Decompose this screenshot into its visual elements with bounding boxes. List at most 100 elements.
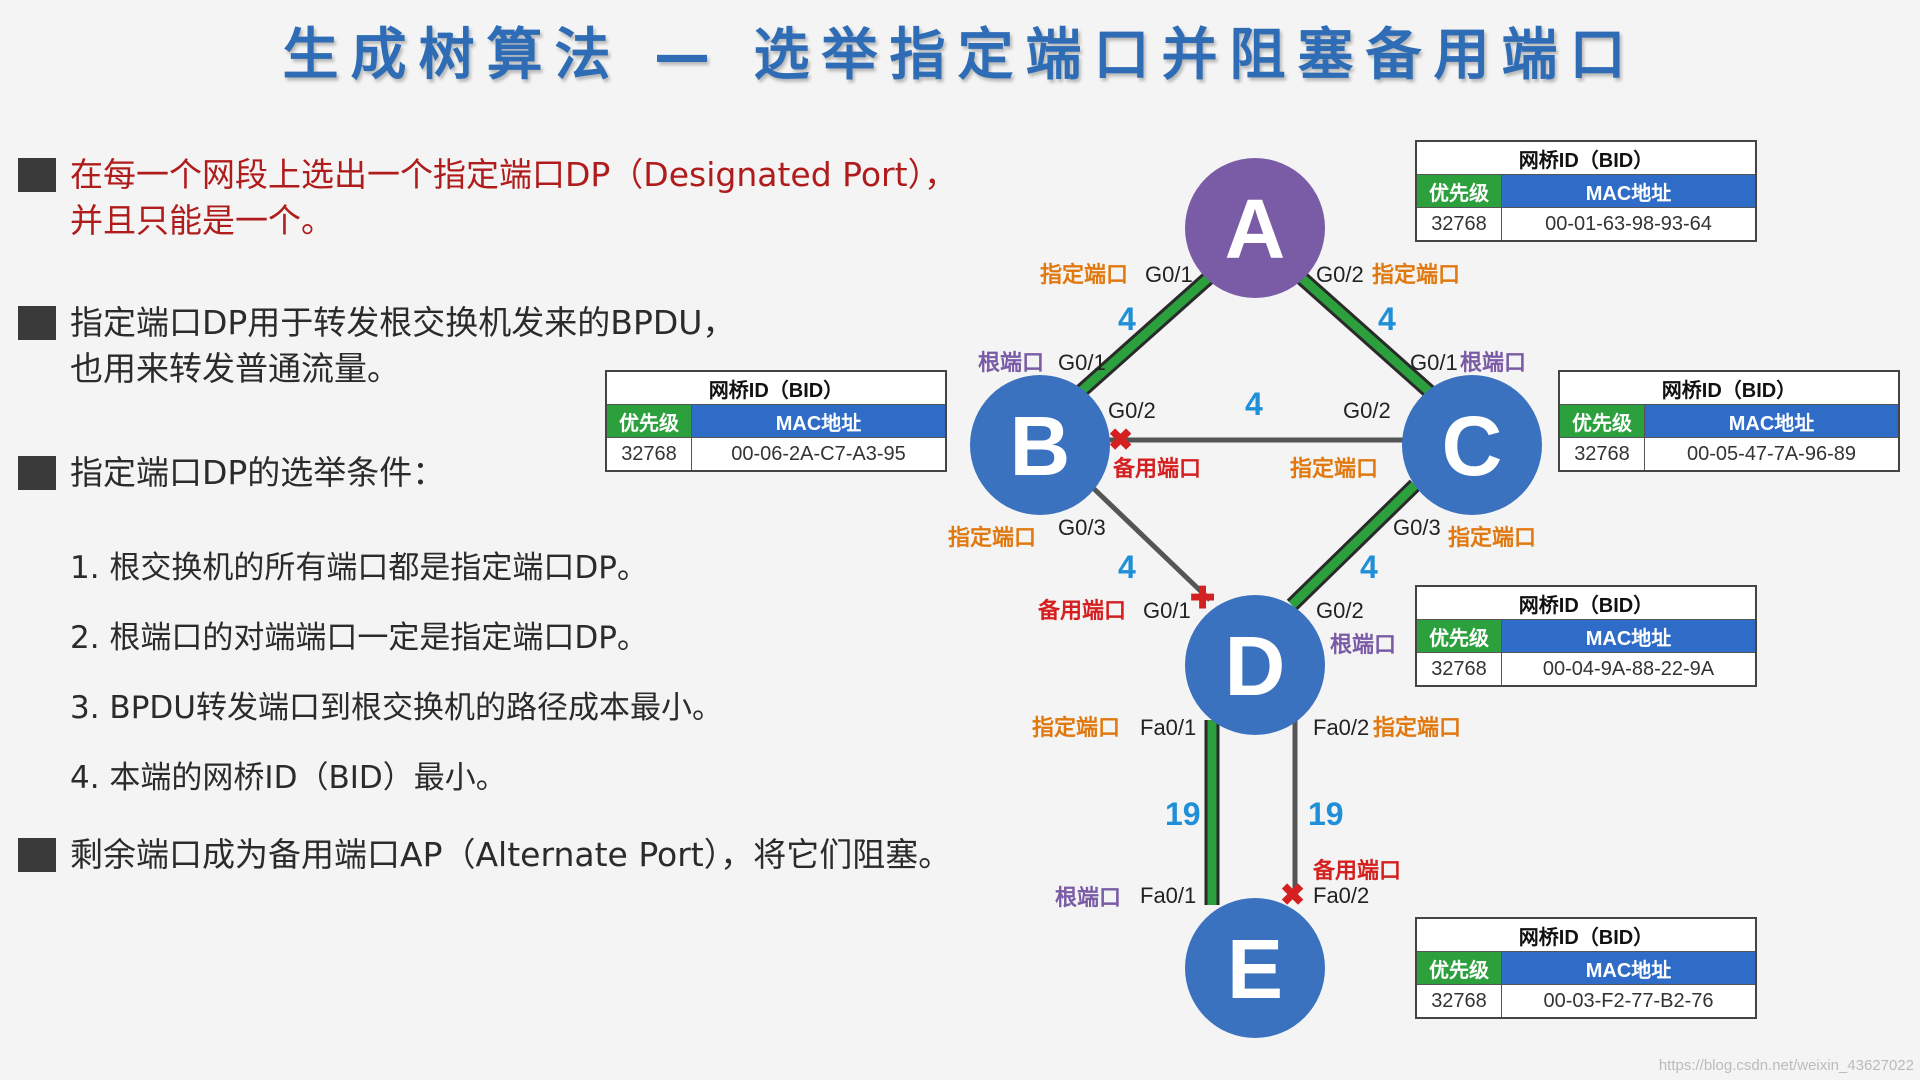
bid-header: 网桥ID（BID） — [1558, 370, 1900, 405]
role-label: 备用端口 — [1312, 858, 1401, 884]
role-label: 指定端口 — [1040, 262, 1128, 288]
role-label: 指定端口 — [1373, 715, 1461, 741]
priority-value: 32768 — [1415, 984, 1502, 1019]
mac-header: MAC地址 — [1644, 404, 1900, 438]
bullet-3-text: 指定端口DP的选举条件： — [70, 453, 446, 492]
svg-text:B: B — [1010, 399, 1071, 493]
node-b: B — [970, 375, 1110, 515]
port-label: G0/2 — [1316, 598, 1364, 623]
condition-item: 4. 本端的网桥ID（BID）最小。 — [70, 760, 507, 796]
priority-header: 优先级 — [1558, 404, 1645, 438]
priority-value: 32768 — [1415, 652, 1502, 687]
bid-header: 网桥ID（BID） — [1415, 917, 1757, 952]
svg-text:D: D — [1225, 619, 1286, 713]
port-label: G0/1 — [1145, 262, 1193, 287]
port-label: G0/1 — [1058, 350, 1106, 375]
bullet-1: 在每一个网段上选出一个指定端口DP（Designated Port）， 并且只能… — [18, 152, 1018, 244]
priority-header: 优先级 — [1415, 951, 1502, 985]
mac-header: MAC地址 — [1501, 619, 1757, 653]
port-label: Fa0/1 — [1140, 715, 1196, 740]
cost-label: 19 — [1308, 796, 1344, 832]
link-b-d — [1088, 483, 1212, 602]
role-label: 根端口 — [978, 351, 1044, 376]
watermark: https://blog.csdn.net/weixin_43627022 — [1658, 1057, 1914, 1074]
port-label: G0/3 — [1393, 515, 1441, 540]
role-label: 指定端口 — [1448, 525, 1536, 551]
port-label: G0/1 — [1143, 598, 1191, 623]
cost-label: 4 — [1360, 549, 1378, 585]
role-label: 根端口 — [1330, 633, 1396, 658]
bullet-square-icon — [18, 306, 56, 340]
bullet-square-icon — [18, 158, 56, 192]
condition-item: 1. 根交换机的所有端口都是指定端口DP。 — [70, 550, 648, 586]
priority-header: 优先级 — [1415, 174, 1502, 208]
bid-header: 网桥ID（BID） — [1415, 585, 1757, 620]
link-a-c — [1292, 268, 1453, 414]
priority-header: 优先级 — [605, 404, 692, 438]
bullet-square-icon — [18, 838, 56, 872]
node-d: D — [1185, 595, 1325, 735]
bullet-1-line-2: 并且只能是一个。 — [70, 201, 334, 240]
port-label: G0/2 — [1316, 262, 1364, 287]
role-label: 指定端口 — [1032, 715, 1120, 741]
priority-header: 优先级 — [1415, 619, 1502, 653]
blocked-x-icon: ✚ — [1190, 582, 1215, 615]
port-label: G0/1 — [1410, 350, 1458, 375]
role-label: 指定端口 — [1290, 456, 1378, 482]
svg-text:A: A — [1225, 182, 1286, 276]
port-label: G0/3 — [1058, 515, 1106, 540]
cost-label: 19 — [1165, 796, 1201, 832]
mac-value: 00-04-9A-88-22-9A — [1501, 652, 1757, 687]
bullet-2-line-1: 指定端口DP用于转发根交换机发来的BPDU， — [70, 303, 736, 342]
role-label: 指定端口 — [948, 525, 1036, 551]
bid-header: 网桥ID（BID） — [605, 370, 947, 405]
priority-value: 32768 — [1558, 437, 1645, 472]
mac-value: 00-01-63-98-93-64 — [1501, 207, 1757, 242]
role-label: 备用端口 — [1112, 456, 1201, 482]
mac-value: 00-05-47-7A-96-89 — [1644, 437, 1900, 472]
link-a-b — [1057, 268, 1218, 414]
port-label: Fa0/2 — [1313, 883, 1369, 908]
bullet-2-line-2: 也用来转发普通流量。 — [70, 349, 400, 388]
bid-header: 网桥ID（BID） — [1415, 140, 1757, 175]
cost-label: 4 — [1118, 301, 1136, 337]
bullet-2: 指定端口DP用于转发根交换机发来的BPDU， 也用来转发普通流量。 — [18, 300, 1018, 392]
bullet-4-text: 剩余端口成为备用端口AP（Alternate Port），将它们阻塞。 — [70, 835, 952, 874]
condition-item: 2. 根端口的对端端口一定是指定端口DP。 — [70, 620, 648, 656]
bullet-1-line-1: 在每一个网段上选出一个指定端口DP（Designated Port）， — [70, 155, 958, 194]
role-label: 备用端口 — [1037, 598, 1126, 624]
role-label: 指定端口 — [1372, 262, 1460, 288]
bullet-square-icon — [18, 456, 56, 490]
condition-item: 3. BPDU转发端口到根交换机的路径成本最小。 — [70, 690, 723, 726]
port-label: G0/2 — [1343, 398, 1391, 423]
mac-header: MAC地址 — [691, 404, 947, 438]
port-label: Fa0/2 — [1313, 715, 1369, 740]
bullet-4: 剩余端口成为备用端口AP（Alternate Port），将它们阻塞。 — [18, 832, 1018, 878]
link-c-d — [1288, 481, 1419, 609]
port-label: Fa0/1 — [1140, 883, 1196, 908]
bullet-3: 指定端口DP的选举条件： — [18, 450, 1018, 496]
mac-value: 00-03-F2-77-B2-76 — [1501, 984, 1757, 1019]
role-label: 根端口 — [1460, 351, 1526, 376]
svg-text:E: E — [1227, 922, 1283, 1016]
blocked-x-icon: ✖ — [1108, 424, 1133, 457]
priority-value: 32768 — [605, 437, 692, 472]
port-label: G0/2 — [1108, 398, 1156, 423]
cost-label: 4 — [1245, 386, 1263, 422]
page-title: 生成树算法 — 选举指定端口并阻塞备用端口 — [282, 23, 1638, 88]
priority-value: 32768 — [1415, 207, 1502, 242]
cost-label: 4 — [1378, 301, 1396, 337]
links — [1055, 266, 1455, 905]
cost-label: 4 — [1118, 549, 1136, 585]
mac-value: 00-06-2A-C7-A3-95 — [691, 437, 947, 472]
mac-header: MAC地址 — [1501, 174, 1757, 208]
svg-text:C: C — [1442, 399, 1503, 493]
mac-header: MAC地址 — [1501, 951, 1757, 985]
node-a: A — [1185, 158, 1325, 298]
